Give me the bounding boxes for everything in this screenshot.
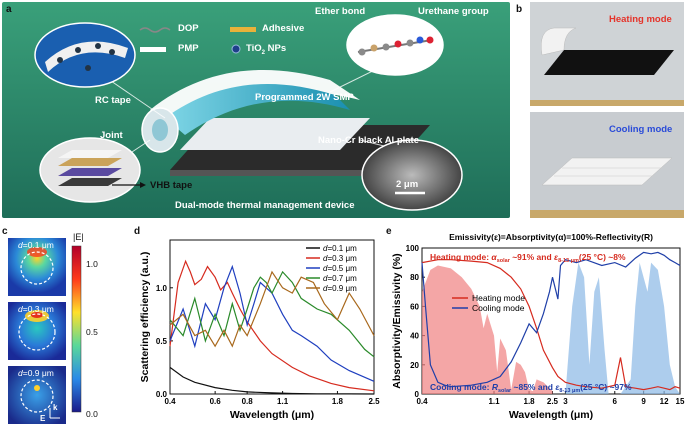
colorbar-title: |E|: [73, 232, 84, 242]
legend-label-3: d=0.5 μm: [323, 264, 357, 273]
legend-label-5: d=0.9 μm: [323, 284, 357, 293]
map-label-3: d=0.9 μm: [18, 368, 54, 378]
x-tick-label: 15: [676, 397, 685, 406]
series-line-3: [169, 264, 375, 382]
series-line-1: [169, 366, 375, 395]
ether-bond-label: Ether bond: [315, 6, 366, 17]
y-tick-label: 40: [410, 332, 419, 341]
x-tick-label: 3: [563, 397, 568, 406]
dop-icon: [139, 27, 171, 33]
e-vector-label: E: [40, 414, 46, 423]
heating-annotation: Heating mode: αsolar ~91% and ε8-13 μm(2…: [430, 252, 626, 264]
tio2-label: TiO2 NPs: [246, 43, 287, 56]
programmed-smp-label: Programmed 2W SMP: [255, 92, 354, 103]
adhesive-icon: [230, 27, 256, 32]
cooling-mode-label: Cooling mode: [609, 124, 673, 135]
chart-title: Emissivity(ε)=Absorptivity(α)=100%-Refle…: [449, 232, 653, 242]
map-label-2: d=0.3 μm: [18, 304, 54, 314]
plot-frame: [169, 239, 375, 395]
joint-label: Joint: [100, 130, 123, 141]
x-axis-label: Wavelength (μm): [230, 409, 314, 421]
x-tick-label: 1.8: [332, 397, 344, 406]
colorbar-tick-1: 1.0: [86, 259, 98, 269]
x-tick-label: 6: [613, 397, 618, 406]
legend-label-2: d=0.3 μm: [323, 254, 357, 263]
series-line-2: [421, 251, 681, 388]
x-tick-label: 12: [660, 397, 669, 406]
y-tick-label: 20: [410, 361, 419, 370]
k-vector-label: k: [53, 403, 58, 412]
colorbar-tick-3: 0.0: [86, 409, 98, 419]
y-tick-label: 100: [406, 244, 420, 253]
x-tick-label: 2.5: [368, 397, 380, 406]
legend-label-4: d=0.7 μm: [323, 274, 357, 283]
device-caption: Dual-mode thermal management device: [175, 200, 355, 211]
cooling-annotation: Cooling mode: Rsolar ~85% and ε8-13 μm(2…: [430, 382, 632, 394]
y-tick-label: 0.0: [156, 390, 168, 399]
tio2-icon: [231, 44, 241, 54]
x-tick-label: 0.4: [416, 397, 428, 406]
y-tick-label: 1.0: [156, 284, 168, 293]
x-tick-label: 1.1: [488, 397, 500, 406]
panel-a: a DOP Adhesive PMP TiO2 NPs RC tape Join…: [0, 0, 512, 220]
dop-label: DOP: [178, 23, 199, 34]
y-tick-label: 0.5: [156, 337, 168, 346]
legend-label-2: Cooling mode: [472, 303, 525, 313]
white-film-photo: [541, 157, 673, 186]
solar-spectrum-area: [422, 265, 553, 394]
absorptivity-chart: 0.4 1.1 1.8 2.5 3 6 9 12 15 0 20 40 60 80 100Wavelengt…: [391, 232, 685, 421]
y-tick-label: 0: [415, 390, 420, 399]
panel-a-illustration: [2, 2, 510, 218]
rc-tape-zoom: [34, 22, 136, 88]
rc-tape-film: [180, 118, 370, 150]
panel-c-label: c: [2, 226, 8, 237]
legend-label-1: Heating mode: [472, 293, 525, 303]
legend-label-1: d=0.1 μm: [323, 244, 357, 253]
y-tick-label: 80: [410, 273, 419, 282]
smp-roll: [165, 83, 350, 135]
x-tick-label: 2.5: [547, 397, 559, 406]
pmp-icon: [140, 47, 166, 52]
urethane-label: Urethane group: [418, 6, 489, 17]
y-axis-label: Absorptivity/Emissivity (%): [391, 253, 403, 388]
panel-b-label: b: [516, 4, 523, 15]
sem-image: [361, 139, 463, 211]
rc-tape-label: RC tape: [95, 95, 131, 106]
pmp-label: PMP: [178, 43, 199, 54]
panel-e-label: e: [386, 226, 392, 237]
map-label-1: d=0.1 μm: [18, 240, 54, 250]
y-tick-label: 60: [410, 302, 419, 311]
x-tick-label: 1.1: [277, 397, 289, 406]
heating-mode-label: Heating mode: [609, 14, 672, 25]
x-tick-label: 0.6: [210, 397, 222, 406]
x-tick-label: 0.8: [242, 397, 254, 406]
black-plate-photo: [544, 50, 674, 75]
series-line-5: [169, 270, 375, 348]
panel-b: b Heating mode Cooling mode: [514, 0, 685, 222]
colorbar-tick-2: 0.5: [86, 327, 98, 337]
panel-c-field-maps: [8, 238, 82, 424]
adhesive-label: Adhesive: [262, 23, 305, 34]
vhb-tape-label: VHB tape: [150, 180, 193, 191]
atmospheric-window-area: [565, 262, 680, 394]
y-axis-label: Scattering efficiency (a.u.): [139, 252, 151, 383]
series-line-2: [169, 259, 375, 392]
scale-label: 2 μm: [396, 179, 419, 190]
panel-a-label: a: [6, 4, 12, 15]
field-map-3: [8, 366, 66, 424]
panel-b-photos: [530, 2, 684, 218]
x-tick-label: 0.4: [164, 397, 176, 406]
x-tick-label: 9: [641, 397, 646, 406]
nano-cr-label: Nano-Cr black Al plate: [318, 135, 420, 146]
panel-c: c |E| 1.0 0.5 0.0 d=0.1 μm d=0.3 μm d=0.…: [0, 226, 130, 430]
panel-d-label: d: [134, 226, 141, 237]
series-line-1: [421, 259, 681, 391]
series-line-4: [169, 270, 375, 358]
colorbar: [71, 245, 82, 413]
x-tick-label: 1.8: [524, 397, 536, 406]
x-axis-label: Wavelength (μm): [509, 409, 593, 421]
